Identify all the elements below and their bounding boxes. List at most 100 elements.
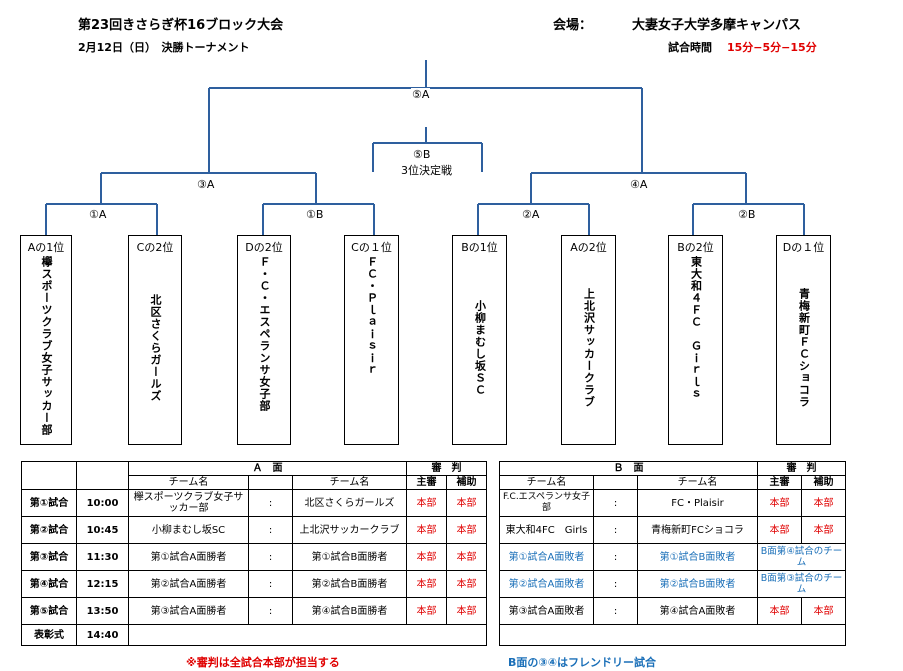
b-referee-header: 審 判	[757, 461, 846, 476]
team-box-3: Dの2位 Ｆ・Ｃ・エスペランサ女子部	[237, 235, 291, 445]
b-team-1: 第①試合A面敗者	[499, 543, 594, 571]
team-box-7: Bの2位 東大和４ＦＣ Ｇｉｒｌｓ	[668, 235, 723, 445]
vs-colon: :	[593, 543, 638, 571]
b-assist-ref: 本部	[801, 489, 846, 517]
a-main-ref: 本部	[406, 570, 447, 598]
col-assist-ref: 補助	[801, 475, 846, 490]
team-seed: Bの2位	[677, 241, 714, 254]
b-main-ref: 本部	[757, 489, 802, 517]
team-box-5: Bの1位 小柳まむし坂ＳＣ	[452, 235, 507, 445]
col-team-name: チーム名	[637, 475, 758, 490]
vs-colon: :	[593, 516, 638, 544]
match-number: 第①試合	[21, 489, 77, 517]
team-name: 欅スポーツクラブ女子サッカー部	[40, 256, 53, 436]
b-team-2: 第②試合B面敗者	[637, 570, 758, 598]
final-label: ⑤A	[411, 88, 431, 101]
qf-label-1: ①A	[88, 208, 108, 221]
table-row: 第③試合 11:30 第①試合A面勝者 : 第①試合B面勝者 本部 本部 第①試…	[21, 543, 846, 571]
match-time: 12:15	[76, 570, 129, 598]
b-team-2: FC・Plaisir	[637, 489, 758, 517]
third-place-label: ⑤B	[412, 148, 432, 161]
page-title: 第23回きさらぎ杯16ブロック大会	[78, 18, 284, 33]
b-assist-ref: 本部	[801, 516, 846, 544]
col-assist-ref: 補助	[446, 475, 487, 490]
match-time: 10:45	[76, 516, 129, 544]
team-seed: Cの１位	[351, 241, 392, 254]
col-main-ref: 主審	[757, 475, 802, 490]
col-main-ref: 主審	[406, 475, 447, 490]
b-referee-team: B面第④試合のチーム	[757, 543, 846, 571]
time-value: 15分−5分−15分	[727, 41, 817, 54]
match-time: 11:30	[76, 543, 129, 571]
date-line: 2月12日（日） 決勝トーナメント	[78, 41, 250, 54]
a-main-ref: 本部	[406, 489, 447, 517]
team-name: 小柳まむし坂ＳＣ	[473, 300, 487, 396]
col-team-name: チーム名	[292, 475, 407, 490]
b-team-2: 第④試合A面敗者	[637, 597, 758, 625]
a-team-2: 第①試合B面勝者	[292, 543, 407, 571]
team-seed: Dの2位	[245, 241, 283, 254]
a-assist-ref: 本部	[446, 597, 487, 625]
third-place-sub: 3位決定戦	[400, 162, 453, 178]
b-team-1: F.C.エスペランサ女子部	[499, 489, 594, 517]
a-team-1: 第①試合A面勝者	[128, 543, 249, 571]
a-main-ref: 本部	[406, 543, 447, 571]
table-row: 第①試合 10:00 欅スポーツクラブ女子サッカー部 : 北区さくらガールズ 本…	[21, 489, 846, 517]
match-time: 13:50	[76, 597, 129, 625]
team-seed: Aの1位	[27, 241, 65, 254]
vs-colon: :	[248, 543, 293, 571]
semi-left-label: ③A	[196, 178, 216, 191]
table-row: 第④試合 12:15 第②試合A面勝者 : 第②試合B面勝者 本部 本部 第②試…	[21, 570, 846, 598]
schedule-table: Ａ 面 審 判 Ｂ 面 審 判 チーム名 チーム名 主審 補助 チーム名 チーム…	[21, 461, 846, 646]
team-seed: Aの2位	[570, 241, 607, 254]
col-team-name: チーム名	[128, 475, 249, 490]
b-referee-team: B面第③試合のチーム	[757, 570, 846, 598]
team-box-6: Aの2位 上北沢サッカークラブ	[561, 235, 616, 445]
vs-colon: :	[593, 597, 638, 625]
b-court-header: Ｂ 面	[499, 461, 758, 476]
b-team-1: 第③試合A面敗者	[499, 597, 594, 625]
a-main-ref: 本部	[406, 516, 447, 544]
qf-label-3: ②A	[521, 208, 541, 221]
a-team-1: 第③試合A面勝者	[128, 597, 249, 625]
team-name: 北区さくらガールズ	[149, 294, 162, 402]
b-team-2: 第①試合B面敗者	[637, 543, 758, 571]
team-seed: Bの1位	[461, 241, 498, 254]
a-referee-header: 審 判	[406, 461, 487, 476]
vs-colon: :	[593, 570, 638, 598]
b-team-1: 第②試合A面敗者	[499, 570, 594, 598]
team-box-2: Cの2位 北区さくらガールズ	[128, 235, 182, 445]
vs-colon: :	[248, 570, 293, 598]
a-assist-ref: 本部	[446, 570, 487, 598]
venue-name: 大妻女子大学多摩キャンパス	[632, 18, 802, 33]
footer-note-referee: ※審判は全試合本部が担当する	[186, 656, 340, 669]
vs-colon: :	[248, 516, 293, 544]
bracket-lines	[45, 60, 805, 235]
b-main-ref: 本部	[757, 597, 802, 625]
a-team-1: 小柳まむし坂SC	[128, 516, 249, 544]
qf-label-2: ①B	[305, 208, 325, 221]
team-box-8: Dの１位 青梅新町ＦＣショコラ	[776, 235, 831, 445]
vs-colon: :	[593, 489, 638, 517]
match-time: 10:00	[76, 489, 129, 517]
match-number: 第⑤試合	[21, 597, 77, 625]
ceremony-label: 表彰式	[21, 624, 77, 646]
a-team-2: 第④試合B面勝者	[292, 597, 407, 625]
a-assist-ref: 本部	[446, 489, 487, 517]
a-assist-ref: 本部	[446, 516, 487, 544]
a-team-2: 上北沢サッカークラブ	[292, 516, 407, 544]
semi-right-label: ④A	[629, 178, 649, 191]
team-name: ＦＣ・Ｐｌａｉｓｉｒ	[365, 256, 379, 376]
team-name: 青梅新町ＦＣショコラ	[797, 288, 811, 408]
a-assist-ref: 本部	[446, 543, 487, 571]
col-team-name: チーム名	[499, 475, 594, 490]
team-box-1: Aの1位 欅スポーツクラブ女子サッカー部	[20, 235, 72, 445]
match-number: 第④試合	[21, 570, 77, 598]
b-assist-ref: 本部	[801, 597, 846, 625]
qf-label-4: ②B	[737, 208, 757, 221]
b-main-ref: 本部	[757, 516, 802, 544]
vs-colon: :	[248, 597, 293, 625]
a-court-header: Ａ 面	[128, 461, 407, 476]
table-row: 第⑤試合 13:50 第③試合A面勝者 : 第④試合B面勝者 本部 本部 第③試…	[21, 597, 846, 625]
team-seed: Cの2位	[136, 241, 174, 254]
